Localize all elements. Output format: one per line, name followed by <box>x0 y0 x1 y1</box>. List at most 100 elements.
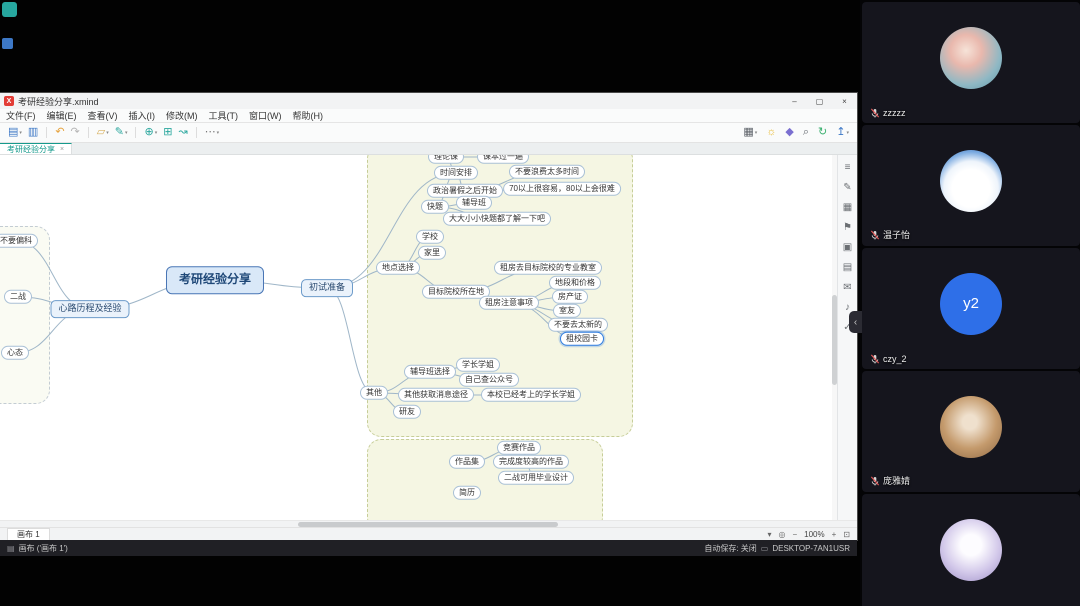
mindmap-node-admitted-seniors[interactable]: 本校已经考上的学长学姐 <box>481 387 581 403</box>
mindmap-node-central[interactable]: 考研经验分享 <box>165 266 265 294</box>
notes-panel-icon[interactable]: ▤ <box>842 262 853 273</box>
mindmap-node-competition-works[interactable]: 竞赛作品 <box>497 440 541 456</box>
horizontal-scrollbar[interactable] <box>0 520 857 527</box>
mindmap-node-school[interactable]: 学校 <box>416 229 444 245</box>
mindmap-node-score-70-80[interactable]: 70以上很容易，80以上会很难 <box>503 181 621 197</box>
mic-muted-icon <box>870 475 880 486</box>
participant-tile[interactable]: zzzzz <box>862 2 1080 123</box>
mindmap-node-time-plan[interactable]: 时间安排 <box>434 165 478 181</box>
mindmap-node-target-city[interactable]: 目标院校所在地 <box>422 284 490 300</box>
style-brush-icon[interactable]: ✎ <box>843 182 852 193</box>
mindmap-node-not-too-new[interactable]: 不要去太新的 <box>548 317 608 333</box>
search-icon[interactable]: ⌕ <box>803 127 809 138</box>
minimize-button[interactable]: – <box>792 96 797 106</box>
idea-bulb-icon[interactable]: ☼ <box>766 127 776 138</box>
sticker-panel-icon[interactable]: ▣ <box>842 242 853 253</box>
pin-icon[interactable]: ◆ <box>785 127 793 138</box>
task-panel-icon[interactable]: ✓ <box>843 322 852 333</box>
mindmap-node-others[interactable]: 其他 <box>360 385 388 401</box>
mindmap-node-info-channels[interactable]: 其他获取消息途径 <box>398 387 474 403</box>
menu-item-1[interactable]: 编辑(E) <box>46 111 77 121</box>
menu-item-6[interactable]: 窗口(W) <box>249 111 282 121</box>
mindmap-node-portfolio[interactable]: 作品集 <box>449 454 485 470</box>
menu-item-5[interactable]: 工具(T) <box>208 111 239 121</box>
mindmap-canvas[interactable]: 考研经验分享心路历程及经验不要偏科二战心态初试准备时间安排理论课课本过一遍政治暑… <box>0 155 857 520</box>
new-file-icon[interactable]: ▤▾ <box>8 127 22 138</box>
relationship-icon[interactable]: ↝ <box>178 127 187 138</box>
comment-panel-icon[interactable]: ✉ <box>843 282 852 293</box>
participant-tile[interactable] <box>862 494 1080 606</box>
fit-window-icon[interactable]: ⊡ <box>843 529 850 539</box>
marker-flag-icon[interactable]: ⚑ <box>843 222 852 233</box>
mindmap-node-roommate[interactable]: 室友 <box>553 303 581 319</box>
locate-icon[interactable]: ◎ <box>778 529 786 539</box>
menu-item-3[interactable]: 插入(I) <box>128 111 156 121</box>
mindmap-node-high-completion[interactable]: 完成度较高的作品 <box>493 454 569 470</box>
mindmap-node-property-cert[interactable]: 房产证 <box>552 289 588 305</box>
mindmap-node-textbook-once[interactable]: 课本过一遍 <box>477 155 529 165</box>
export-icon[interactable]: ↥▾ <box>836 127 849 138</box>
mindmap-node-campus-card[interactable]: 租校园卡 <box>560 331 604 347</box>
share-icon[interactable]: ↻ <box>818 127 827 138</box>
insert-topic-icon[interactable]: ⊕▾ <box>144 127 157 138</box>
vertical-scrollbar[interactable] <box>832 155 837 520</box>
mindmap-node-tutoring-class[interactable]: 辅导班 <box>456 195 492 211</box>
dropdown-caret-icon: ▾ <box>154 129 158 136</box>
document-tab[interactable]: 考研经验分享 × <box>0 143 73 154</box>
mindmap-node-home[interactable]: 家里 <box>418 245 446 261</box>
participant-tile[interactable]: y2 czy_2 <box>862 248 1080 369</box>
mindmap-node-location[interactable]: 地点选择 <box>376 260 420 276</box>
mindmap-node-second-attempt[interactable]: 二战 <box>4 289 32 305</box>
menu-item-7[interactable]: 帮助(H) <box>292 111 324 121</box>
insert-subtopic-icon[interactable]: ⊞ <box>163 127 172 138</box>
menu-item-0[interactable]: 文件(F) <box>6 111 36 121</box>
mindmap-node-rent-near-studio[interactable]: 租房去目标院校的专业教室 <box>494 260 602 276</box>
overlay-widget-icon-2[interactable] <box>2 38 13 49</box>
mindmap-node-theory-course[interactable]: 理论课 <box>428 155 464 165</box>
mindmap-node-location-price[interactable]: 地段和价格 <box>549 275 601 291</box>
menu-item-2[interactable]: 查看(V) <box>87 111 118 121</box>
save-icon[interactable]: ▥ <box>28 127 38 138</box>
maximize-button[interactable]: ▢ <box>815 96 824 106</box>
zoom-in-button[interactable]: + <box>831 529 837 539</box>
dropdown-caret-icon: ▾ <box>216 129 220 136</box>
mindmap-node-study-partners[interactable]: 研友 <box>393 404 421 420</box>
sidebar-collapse-button[interactable]: ‹ <box>849 311 862 333</box>
format-panel-icon[interactable]: ≡ <box>844 162 851 173</box>
redo-icon[interactable]: ↷ <box>71 127 80 138</box>
mindmap-node-tutor-choice[interactable]: 辅导班选择 <box>404 364 456 380</box>
image-panel-icon[interactable]: ▦ <box>842 202 853 213</box>
more-tools-icon[interactable]: ⋯▾ <box>205 127 220 138</box>
menu-item-4[interactable]: 修改(M) <box>166 111 198 121</box>
paste-icon[interactable]: ▱▾ <box>97 127 109 138</box>
sheet-tab[interactable]: 画布 1 <box>7 528 50 540</box>
zoom-out-button[interactable]: − <box>792 529 798 539</box>
mindmap-node-no-waste-time[interactable]: 不要浪费太多时间 <box>509 164 585 180</box>
theme-icon[interactable]: ▦▾ <box>743 127 757 138</box>
mindmap-node-mindset[interactable]: 心态 <box>1 345 29 361</box>
tab-close-icon[interactable]: × <box>60 145 65 153</box>
status-doc-icon: ▤ <box>7 543 15 553</box>
mindmap-node-wechat-accounts[interactable]: 自己查公众号 <box>459 372 519 388</box>
mindmap-node-no-weak-subject[interactable]: 不要偏科 <box>0 233 38 249</box>
mindmap-node-seniors[interactable]: 学长学姐 <box>456 357 500 373</box>
mindmap-node-first-exam-prep[interactable]: 初试准备 <box>300 279 354 297</box>
mindmap-node-know-all-sketch[interactable]: 大大小小快题都了解一下吧 <box>443 211 551 227</box>
horizontal-scrollbar-thumb[interactable] <box>298 522 558 527</box>
mindmap-node-rent-tips[interactable]: 租房注意事项 <box>479 295 539 311</box>
mindmap-node-thesis-design[interactable]: 二战可用毕业设计 <box>498 470 574 486</box>
participant-tile[interactable]: 温子怡 <box>862 125 1080 246</box>
mindmap-node-resume[interactable]: 简历 <box>453 485 481 501</box>
sheet-menu-icon[interactable]: ▾ <box>767 529 772 539</box>
close-button[interactable]: × <box>842 96 847 106</box>
overlay-widget-icon-1[interactable] <box>2 2 17 17</box>
undo-icon[interactable]: ↶ <box>55 127 64 138</box>
vertical-scrollbar-thumb[interactable] <box>832 295 837 385</box>
mindmap-node-journey[interactable]: 心路历程及经验 <box>50 300 130 318</box>
window-titlebar[interactable]: X 考研经验分享.xmind – ▢ × <box>0 93 857 109</box>
format-painter-icon[interactable]: ✎▾ <box>115 127 128 138</box>
audio-panel-icon[interactable]: ♪ <box>845 302 850 313</box>
pin-icon: ◆ <box>785 126 794 138</box>
mindmap-node-sketch-exam[interactable]: 快题 <box>421 199 449 215</box>
participant-tile[interactable]: 庞雅婧 <box>862 371 1080 492</box>
